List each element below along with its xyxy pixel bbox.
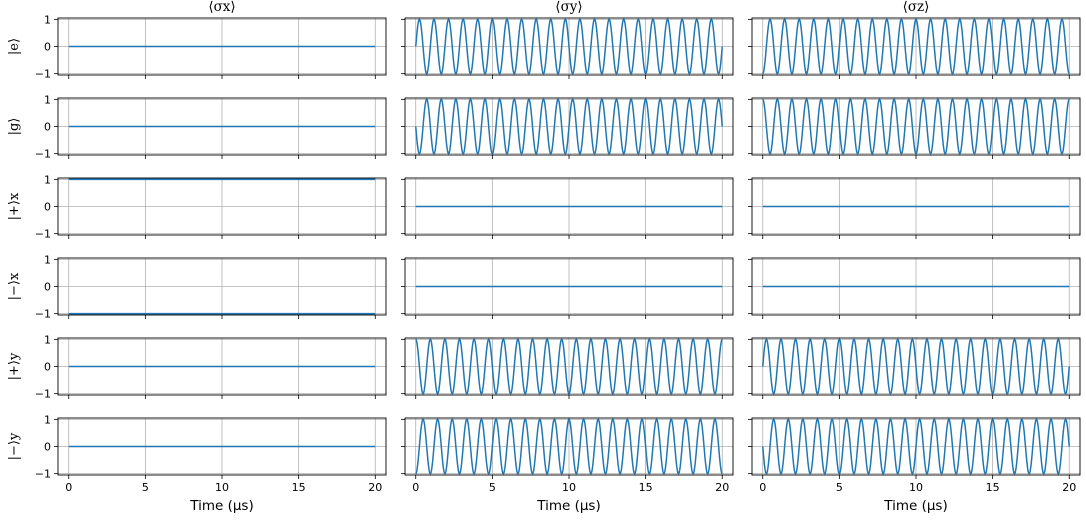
x-tick-label: 20: [368, 481, 382, 494]
panel-r2-c2: [748, 177, 1081, 239]
panel-r0-c1: [401, 17, 734, 79]
x-tick-label: 0: [759, 481, 766, 494]
series-line: [761, 418, 1071, 475]
row-label: |g⟩: [7, 118, 22, 136]
x-tick-label: 20: [1062, 481, 1076, 494]
y-tick-label: 1: [44, 333, 51, 346]
y-tick-label: 1: [44, 93, 51, 106]
y-tick-label: −1: [35, 388, 51, 401]
y-tick-label: 0: [44, 201, 51, 214]
panel-r0-c0: −1 0 1: [35, 13, 387, 81]
y-tick-label: −1: [35, 468, 51, 481]
panel-r4-c1: [401, 337, 734, 399]
y-tick-label: 1: [44, 253, 51, 266]
y-tick-label: −1: [35, 228, 51, 241]
x-tick-label: 0: [412, 481, 419, 494]
row-label: |+⟩x: [7, 192, 22, 220]
row-label: |+⟩y: [7, 352, 22, 380]
panel-r1-c0: −1 0 1: [35, 93, 387, 161]
panel-r1-c1: [401, 97, 734, 159]
panel-r1-c2: [748, 97, 1081, 159]
series-line: [415, 338, 723, 395]
series-line: [415, 418, 723, 475]
panel-r3-c0: −1 0 1: [35, 253, 387, 321]
row-label: |−⟩x: [7, 272, 22, 300]
y-tick-label: 0: [44, 441, 51, 454]
y-tick-label: 1: [44, 413, 51, 426]
y-tick-label: −1: [35, 148, 51, 161]
y-tick-label: −1: [35, 308, 51, 321]
row-label: |−⟩y: [7, 432, 22, 460]
y-tick-label: 0: [44, 361, 51, 374]
x-tick-label: 5: [836, 481, 843, 494]
y-tick-label: 1: [44, 173, 51, 186]
panel-r2-c0: −1 0 1: [35, 173, 387, 241]
column-title: ⟨σx⟩: [208, 0, 235, 15]
row-label: |e⟩: [7, 38, 22, 55]
series-line: [761, 338, 1071, 395]
x-tick-label: 20: [715, 481, 729, 494]
x-tick-label: 10: [215, 481, 229, 494]
x-axis-label: Time (μs): [536, 498, 601, 514]
x-tick-label: 15: [292, 481, 306, 494]
x-tick-label: 15: [986, 481, 1000, 494]
x-axis-label: Time (μs): [883, 498, 948, 514]
series-line: [414, 18, 724, 75]
panel-r4-c2: [748, 337, 1081, 399]
column-title: ⟨σy⟩: [555, 0, 582, 15]
x-axis-label: Time (μs): [189, 498, 254, 514]
series-line: [414, 98, 724, 155]
x-tick-label: 15: [639, 481, 653, 494]
y-tick-label: 0: [44, 41, 51, 54]
y-tick-label: 1: [44, 13, 51, 26]
panel-r4-c0: −1 0 1: [35, 333, 387, 401]
x-tick-label: 10: [909, 481, 923, 494]
panel-r0-c2: [748, 17, 1081, 79]
x-tick-label: 10: [562, 481, 576, 494]
x-tick-label: 0: [65, 481, 72, 494]
series-line: [762, 98, 1070, 155]
panel-r3-c1: [401, 257, 734, 319]
column-title: ⟨σz⟩: [903, 0, 930, 15]
x-tick-label: 5: [489, 481, 496, 494]
y-tick-label: −1: [35, 68, 51, 81]
x-tick-label: 5: [142, 481, 149, 494]
panel-r2-c1: [401, 177, 734, 239]
y-tick-label: 0: [44, 121, 51, 134]
y-tick-label: 0: [44, 281, 51, 294]
panel-r3-c2: [748, 257, 1081, 319]
series-line: [762, 18, 1070, 75]
